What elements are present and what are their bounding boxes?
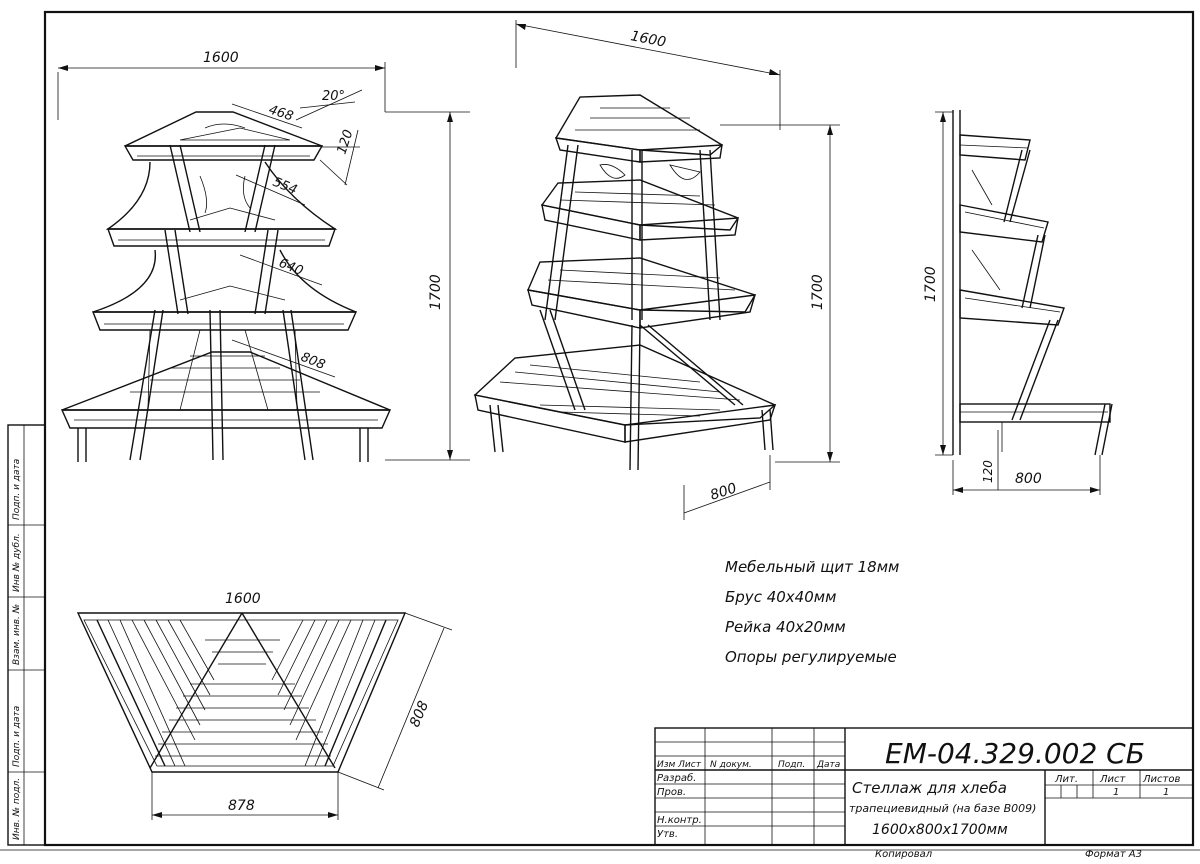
- row-nkontr: Н.контр.: [657, 815, 702, 826]
- footer-format: Формат А3: [1085, 849, 1142, 859]
- side-view-dimensions: 1700 800 120: [923, 111, 1101, 495]
- front-view: [60, 111, 392, 462]
- dim-tier1-gap: 120: [335, 128, 357, 156]
- name-line-2: трапециевидный (на базе В009): [849, 802, 1036, 815]
- row-prov: Пров.: [657, 787, 686, 798]
- title-block: ЕМ-04.329.002 СБ Изм Лист N докум. Подп.…: [654, 727, 1194, 846]
- margin-label-4: Подп. и дата: [12, 706, 22, 767]
- note-1: Мебельный щит 18мм: [725, 558, 899, 576]
- isometric-dimensions: 1600 1700 800: [515, 20, 840, 520]
- dim-iso-depth: 800: [708, 480, 738, 504]
- note-4: Опоры регулируемые: [725, 648, 897, 666]
- note-2: Брус 40х40мм: [725, 588, 836, 606]
- margin-labels: Подп. и дата Инв № дубл. Взам. инв. № По…: [12, 459, 22, 840]
- margin-label-1: Подп. и дата: [12, 459, 22, 520]
- footer-copied: Копировал: [875, 849, 933, 859]
- dim-top-bottom: 878: [228, 798, 255, 814]
- listov-value: 1: [1163, 787, 1169, 798]
- list-label: Лист: [1099, 774, 1127, 785]
- dim-front-height: 1700: [428, 274, 444, 310]
- margin-label-2: Инв № дубл.: [12, 533, 22, 592]
- header-n-dokum: N докум.: [710, 760, 752, 770]
- name-line-3: 1600х800х1700мм: [872, 822, 1008, 838]
- dim-top-width: 1600: [225, 591, 261, 607]
- dim-angle: 20°: [322, 89, 345, 104]
- dim-iso-height: 1700: [810, 274, 826, 310]
- note-3: Рейка 40х20мм: [725, 618, 846, 636]
- dim-base-depth: 808: [299, 350, 328, 373]
- dim-side-leg: 120: [981, 460, 995, 483]
- header-podp: Подп.: [778, 760, 805, 770]
- sheet-footer: Копировал Формат А3: [875, 849, 1142, 860]
- dim-top-depth: 808: [407, 699, 432, 730]
- dim-tier3-depth: 640: [277, 256, 306, 279]
- name-line-1: Стеллаж для хлеба: [852, 779, 1007, 797]
- dim-front-width: 1600: [203, 50, 239, 66]
- material-notes: Мебельный щит 18мм Брус 40х40мм Рейка 40…: [725, 558, 899, 666]
- side-view: [952, 110, 1113, 456]
- row-razrab: Разраб.: [657, 772, 696, 784]
- list-value: 1: [1113, 787, 1119, 798]
- top-view-dimensions: 1600 808 878: [151, 591, 453, 820]
- header-data: Дата: [816, 760, 840, 770]
- dim-side-depth: 800: [1015, 471, 1042, 487]
- dim-side-height: 1700: [923, 266, 939, 302]
- dim-tier1-depth: 468: [267, 103, 295, 125]
- dim-tier2-depth: 554: [271, 175, 300, 198]
- dim-iso-width: 1600: [629, 28, 667, 51]
- doc-code: ЕМ-04.329.002 СБ: [885, 737, 1145, 770]
- margin-label-5: Инв. № подл.: [12, 778, 22, 840]
- row-utv: Утв.: [657, 829, 678, 840]
- sheet-frame: [0, 10, 1200, 851]
- top-view: [76, 612, 407, 773]
- header-izm-list: Изм Лист: [657, 760, 702, 770]
- lit-label: Лит.: [1054, 774, 1078, 785]
- listov-label: Листов: [1142, 774, 1180, 785]
- isometric-view: [473, 94, 777, 471]
- margin-label-3: Взам. инв. №: [12, 604, 22, 665]
